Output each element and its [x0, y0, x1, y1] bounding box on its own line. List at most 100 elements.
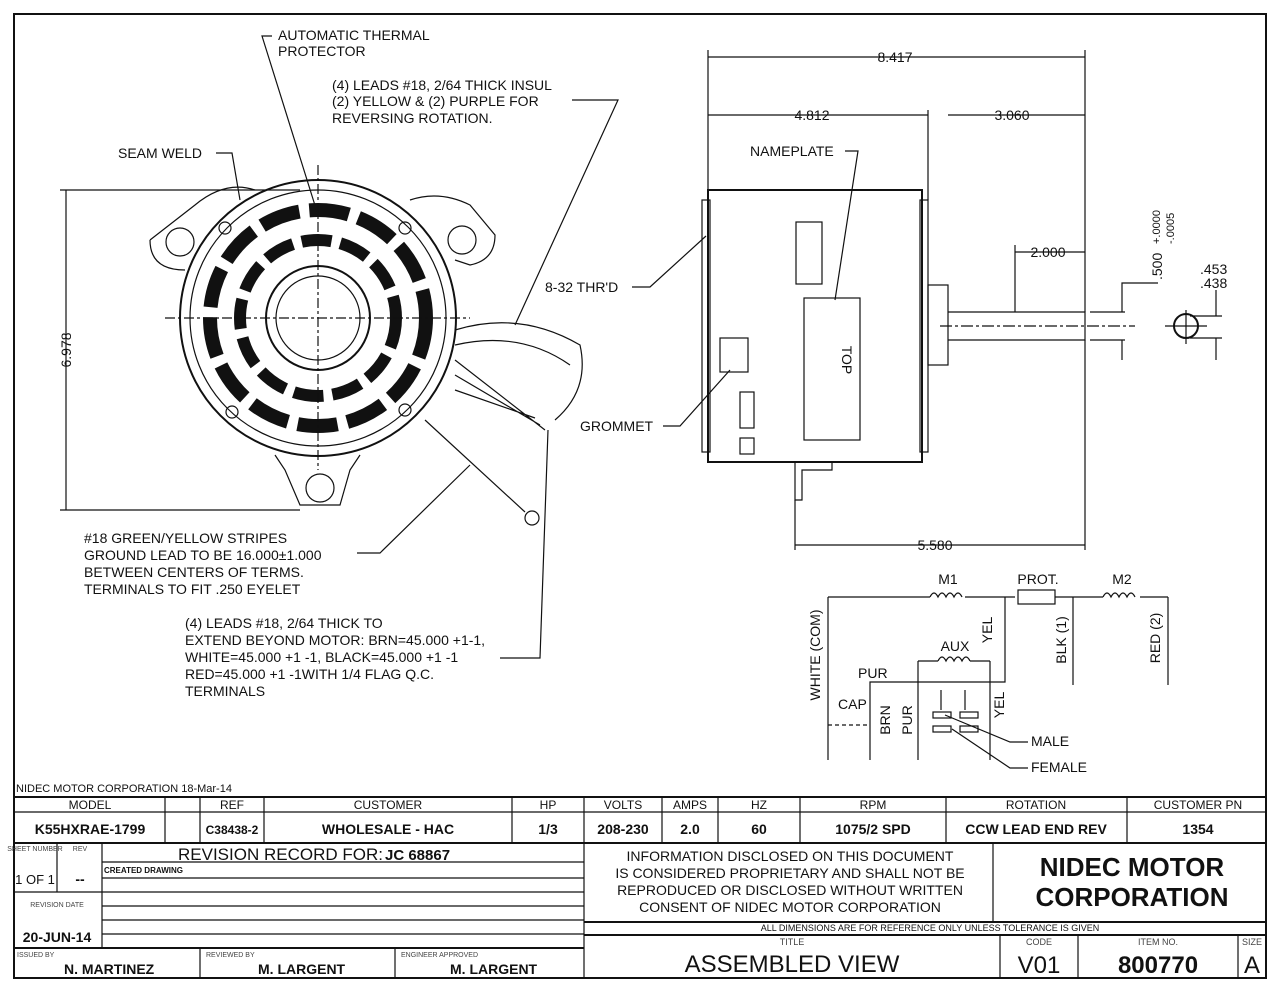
flat-max-dim: .453	[1200, 261, 1227, 277]
size-label: SIZE	[1242, 937, 1262, 947]
thermal-protector-label: PROTECTOR	[278, 43, 366, 59]
company-date: NIDEC MOTOR CORPORATION 18-Mar-14	[16, 783, 232, 795]
ground-lead	[424, 419, 526, 513]
value-rpm: 1075/2 SPD	[835, 821, 911, 837]
value-model: K55HXRAE-1799	[35, 821, 146, 837]
nameplate-label: NAMEPLATE	[750, 143, 834, 159]
m1-label: M1	[938, 571, 958, 587]
reviewed-by: M. LARGENT	[258, 961, 346, 977]
header-ref: REF	[220, 798, 244, 812]
prot-label: PROT.	[1017, 571, 1058, 587]
disclaimer-line: INFORMATION DISCLOSED ON THIS DOCUMENT	[627, 848, 954, 864]
grommet	[719, 337, 749, 373]
header-rotation: ROTATION	[1006, 798, 1066, 812]
tolerance-note: ALL DIMENSIONS ARE FOR REFERENCE ONLY UN…	[761, 923, 1100, 933]
aux-label: AUX	[941, 638, 970, 654]
header-volts: VOLTS	[604, 798, 642, 812]
header-hp: HP	[540, 798, 557, 812]
blk-label: BLK (1)	[1053, 616, 1069, 663]
header-rpm: RPM	[860, 798, 887, 812]
yel-label: YEL	[979, 617, 995, 644]
value-volts: 208-230	[597, 821, 649, 837]
rev-value: --	[75, 871, 85, 887]
base-bracket	[794, 462, 833, 501]
leads-note: REVERSING ROTATION.	[332, 110, 493, 126]
flat-min-dim: .438	[1200, 275, 1227, 291]
issued-by-label: ISSUED BY	[17, 952, 55, 959]
header-model: MODEL	[69, 798, 112, 812]
leads-extend-note: RED=45.000 +1 -1WITH 1/4 FLAG Q.C.	[185, 666, 434, 682]
revision-date-label: REVISION DATE	[30, 902, 84, 909]
leads-extend-note: TERMINALS	[185, 683, 265, 699]
leads-extend-note: (4) LEADS #18, 2/64 THICK TO	[185, 615, 383, 631]
revision-date: 20-JUN-14	[23, 929, 92, 945]
bearing-boss	[927, 284, 949, 366]
disclaimer-line: IS CONSIDERED PROPRIETARY AND SHALL NOT …	[615, 865, 964, 881]
sheet-number: 1 OF 1	[15, 872, 55, 887]
male-terminal	[959, 711, 979, 719]
value-rotation: CCW LEAD END REV	[965, 821, 1107, 837]
engineer-approved: M. LARGENT	[450, 961, 538, 977]
pur-label: PUR	[858, 665, 888, 681]
value-customer: WHOLESALE - HAC	[322, 821, 454, 837]
body-length-dim: 4.812	[794, 107, 829, 123]
nameplate-top-label: TOP	[839, 346, 855, 375]
value-hz: 60	[751, 821, 767, 837]
revision-record-label: REVISION RECORD FOR:	[178, 845, 383, 864]
issued-by: N. MARTINEZ	[64, 961, 155, 977]
shaft-tolerance-plus: +.0000	[1151, 210, 1163, 244]
side-view: TOP 8.417 4.812 3.060 2.000 5.580 .500 +…	[545, 49, 1227, 553]
cap-label: CAP	[838, 696, 867, 712]
coils	[929, 592, 1136, 663]
disclaimer-line: REPRODUCED OR DISCLOSED WITHOUT WRITTEN	[617, 882, 963, 898]
leads-note: (4) LEADS #18, 2/64 THICK INSUL	[332, 77, 552, 93]
lead-wires	[454, 322, 583, 431]
company-logo: NIDEC MOTOR	[1040, 852, 1225, 882]
height-dimension: 6.978	[58, 332, 74, 367]
rev-label: REV	[73, 846, 88, 853]
disclaimer-line: CONSENT OF NIDEC MOTOR CORPORATION	[639, 899, 941, 915]
header-customer-pn: CUSTOMER PN	[1154, 798, 1242, 812]
ground-note: TERMINALS TO FIT .250 EYELET	[84, 581, 301, 597]
yel-label-lower: YEL	[991, 692, 1007, 719]
protector-symbol	[1017, 589, 1056, 605]
shaft-extension-dim: 3.060	[994, 107, 1029, 123]
female-label: FEMALE	[1031, 759, 1087, 775]
header-customer: CUSTOMER	[354, 798, 423, 812]
title-label: TITLE	[780, 937, 805, 947]
ground-eyelet	[524, 510, 540, 526]
header-hz: HZ	[751, 798, 767, 812]
nameplate	[803, 297, 861, 441]
motor-body	[707, 189, 923, 463]
engineer-approved-label: ENGINEER APPROVED	[401, 952, 478, 959]
wiring-diagram: M1 PROT. M2 AUX WHITE (COM) YEL BLK (1) …	[807, 571, 1169, 775]
seam-weld-label: SEAM WELD	[118, 145, 202, 161]
front-view: 6.978 AUTOMATIC THERMAL PROTECTOR (4) LE…	[58, 27, 619, 699]
leads-extend-note: EXTEND BEYOND MOTOR: BRN=45.000 +1-1,	[185, 632, 485, 648]
value-amps: 2.0	[680, 821, 700, 837]
mount-hole	[447, 225, 477, 255]
mount-hole	[165, 227, 195, 257]
revision-entry: CREATED DRAWING	[104, 866, 183, 875]
ground-note: BETWEEN CENTERS OF TERMS.	[84, 564, 304, 580]
grommet-label: GROMMET	[580, 418, 654, 434]
red-label: RED (2)	[1147, 613, 1163, 664]
size-value: A	[1244, 952, 1260, 979]
sheet-number-label: SHEET NUMBER	[7, 846, 63, 853]
leads-note: (2) YELLOW & (2) PURPLE FOR	[332, 93, 539, 109]
item-label: ITEM NO.	[1138, 937, 1178, 947]
brn-label: BRN	[877, 705, 893, 735]
shaft-tolerance-minus: -.0005	[1165, 213, 1177, 244]
male-label: MALE	[1031, 733, 1069, 749]
revision-record-id: JC 68867	[385, 847, 450, 864]
item-number: 800770	[1118, 952, 1198, 979]
drawing-title: ASSEMBLED VIEW	[685, 951, 900, 978]
leads-extend-note: WHITE=45.000 +1 -1, BLACK=45.000 +1 -1	[185, 649, 458, 665]
value-hp: 1/3	[538, 821, 558, 837]
value-customer-pn: 1354	[1182, 821, 1213, 837]
header-amps: AMPS	[673, 798, 707, 812]
white-com-label: WHITE (COM)	[807, 610, 823, 701]
male-terminal	[932, 711, 952, 719]
